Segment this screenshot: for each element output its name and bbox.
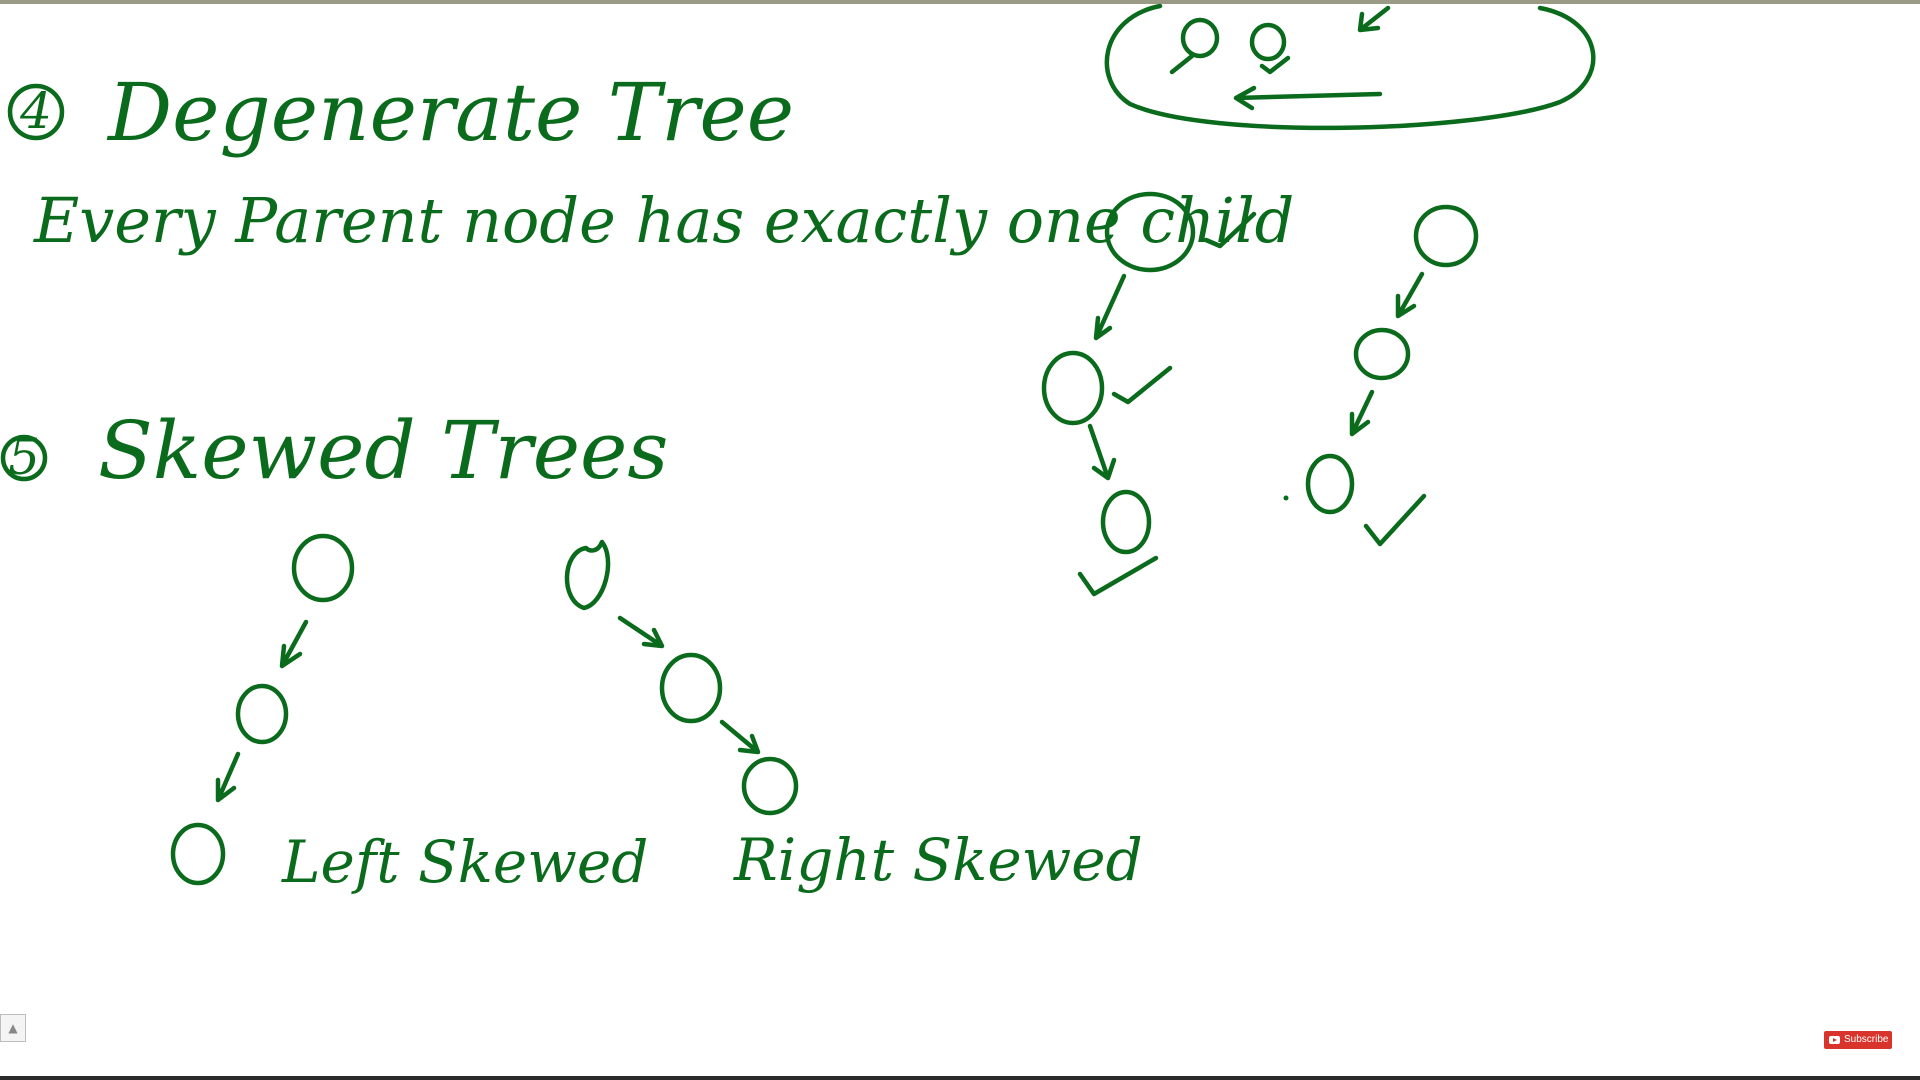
check-mark-icon [1203, 211, 1257, 249]
left-skewed-label: Left Skewed [281, 828, 648, 896]
check-mark-icon [1111, 365, 1173, 405]
subscribe-play-icon [1829, 1036, 1840, 1044]
top-right-sketch [1104, 3, 1596, 131]
section-5-number-circle [0, 434, 48, 482]
right-skewed-tree: Right Skewed [564, 539, 1143, 894]
check-mark-icon [1363, 493, 1427, 547]
top-edge [0, 0, 1920, 4]
tree-node [1100, 489, 1152, 555]
section-5-heading: 5 Skewed Trees [0, 404, 668, 497]
tree-node [741, 756, 799, 816]
tree-node [1353, 327, 1411, 381]
subscribe-label: Subscribe [1844, 1034, 1889, 1045]
section-5-number: 5 [8, 428, 40, 486]
tree-node [1413, 204, 1479, 268]
arrow-icon [1395, 271, 1425, 319]
right-skewed-label: Right Skewed [733, 826, 1143, 894]
degenerate-tree-a [1041, 191, 1257, 597]
tree-node [170, 822, 226, 886]
left-skewed-tree: Left Skewed [170, 533, 648, 896]
tree-node [1249, 22, 1287, 62]
arrow-icon [1349, 389, 1375, 437]
section-4-title: Degenerate Tree [106, 66, 794, 159]
arrow-icon [719, 719, 761, 755]
arrow-icon [279, 619, 309, 669]
stroke [1169, 53, 1195, 75]
ink-dot [1283, 495, 1289, 501]
tree-node [1104, 191, 1196, 273]
tree-node [1305, 453, 1355, 515]
tree-node [659, 652, 723, 724]
video-player-bar [0, 1076, 1920, 1080]
enclosing-ellipse [1104, 3, 1596, 131]
section-4-number: 4 [19, 82, 52, 140]
degenerate-tree-b [1283, 204, 1479, 547]
arrow-icon [1093, 273, 1127, 341]
degenerate-definition: Every Parent node has exactly one child [33, 184, 1294, 257]
section-4-heading: 4 Degenerate Tree [7, 66, 794, 159]
arrow-icon [1087, 423, 1117, 481]
arrow-icon [215, 751, 241, 803]
section-5-title: Skewed Trees [98, 404, 668, 497]
tree-node [564, 539, 611, 611]
arrow-icon [1357, 5, 1391, 33]
check-mark-icon [1259, 55, 1291, 75]
arrow-icon [617, 615, 665, 649]
section-4-number-circle [7, 83, 65, 141]
subscribe-button[interactable]: Subscribe [1824, 1031, 1892, 1049]
tree-node [1041, 350, 1105, 426]
tree-node [235, 683, 289, 745]
arrow-icon [1233, 85, 1383, 111]
tree-node [1180, 17, 1220, 59]
image-icon[interactable]: ▲ [0, 1014, 26, 1042]
tree-node [291, 533, 355, 603]
check-mark-icon [1077, 555, 1159, 597]
